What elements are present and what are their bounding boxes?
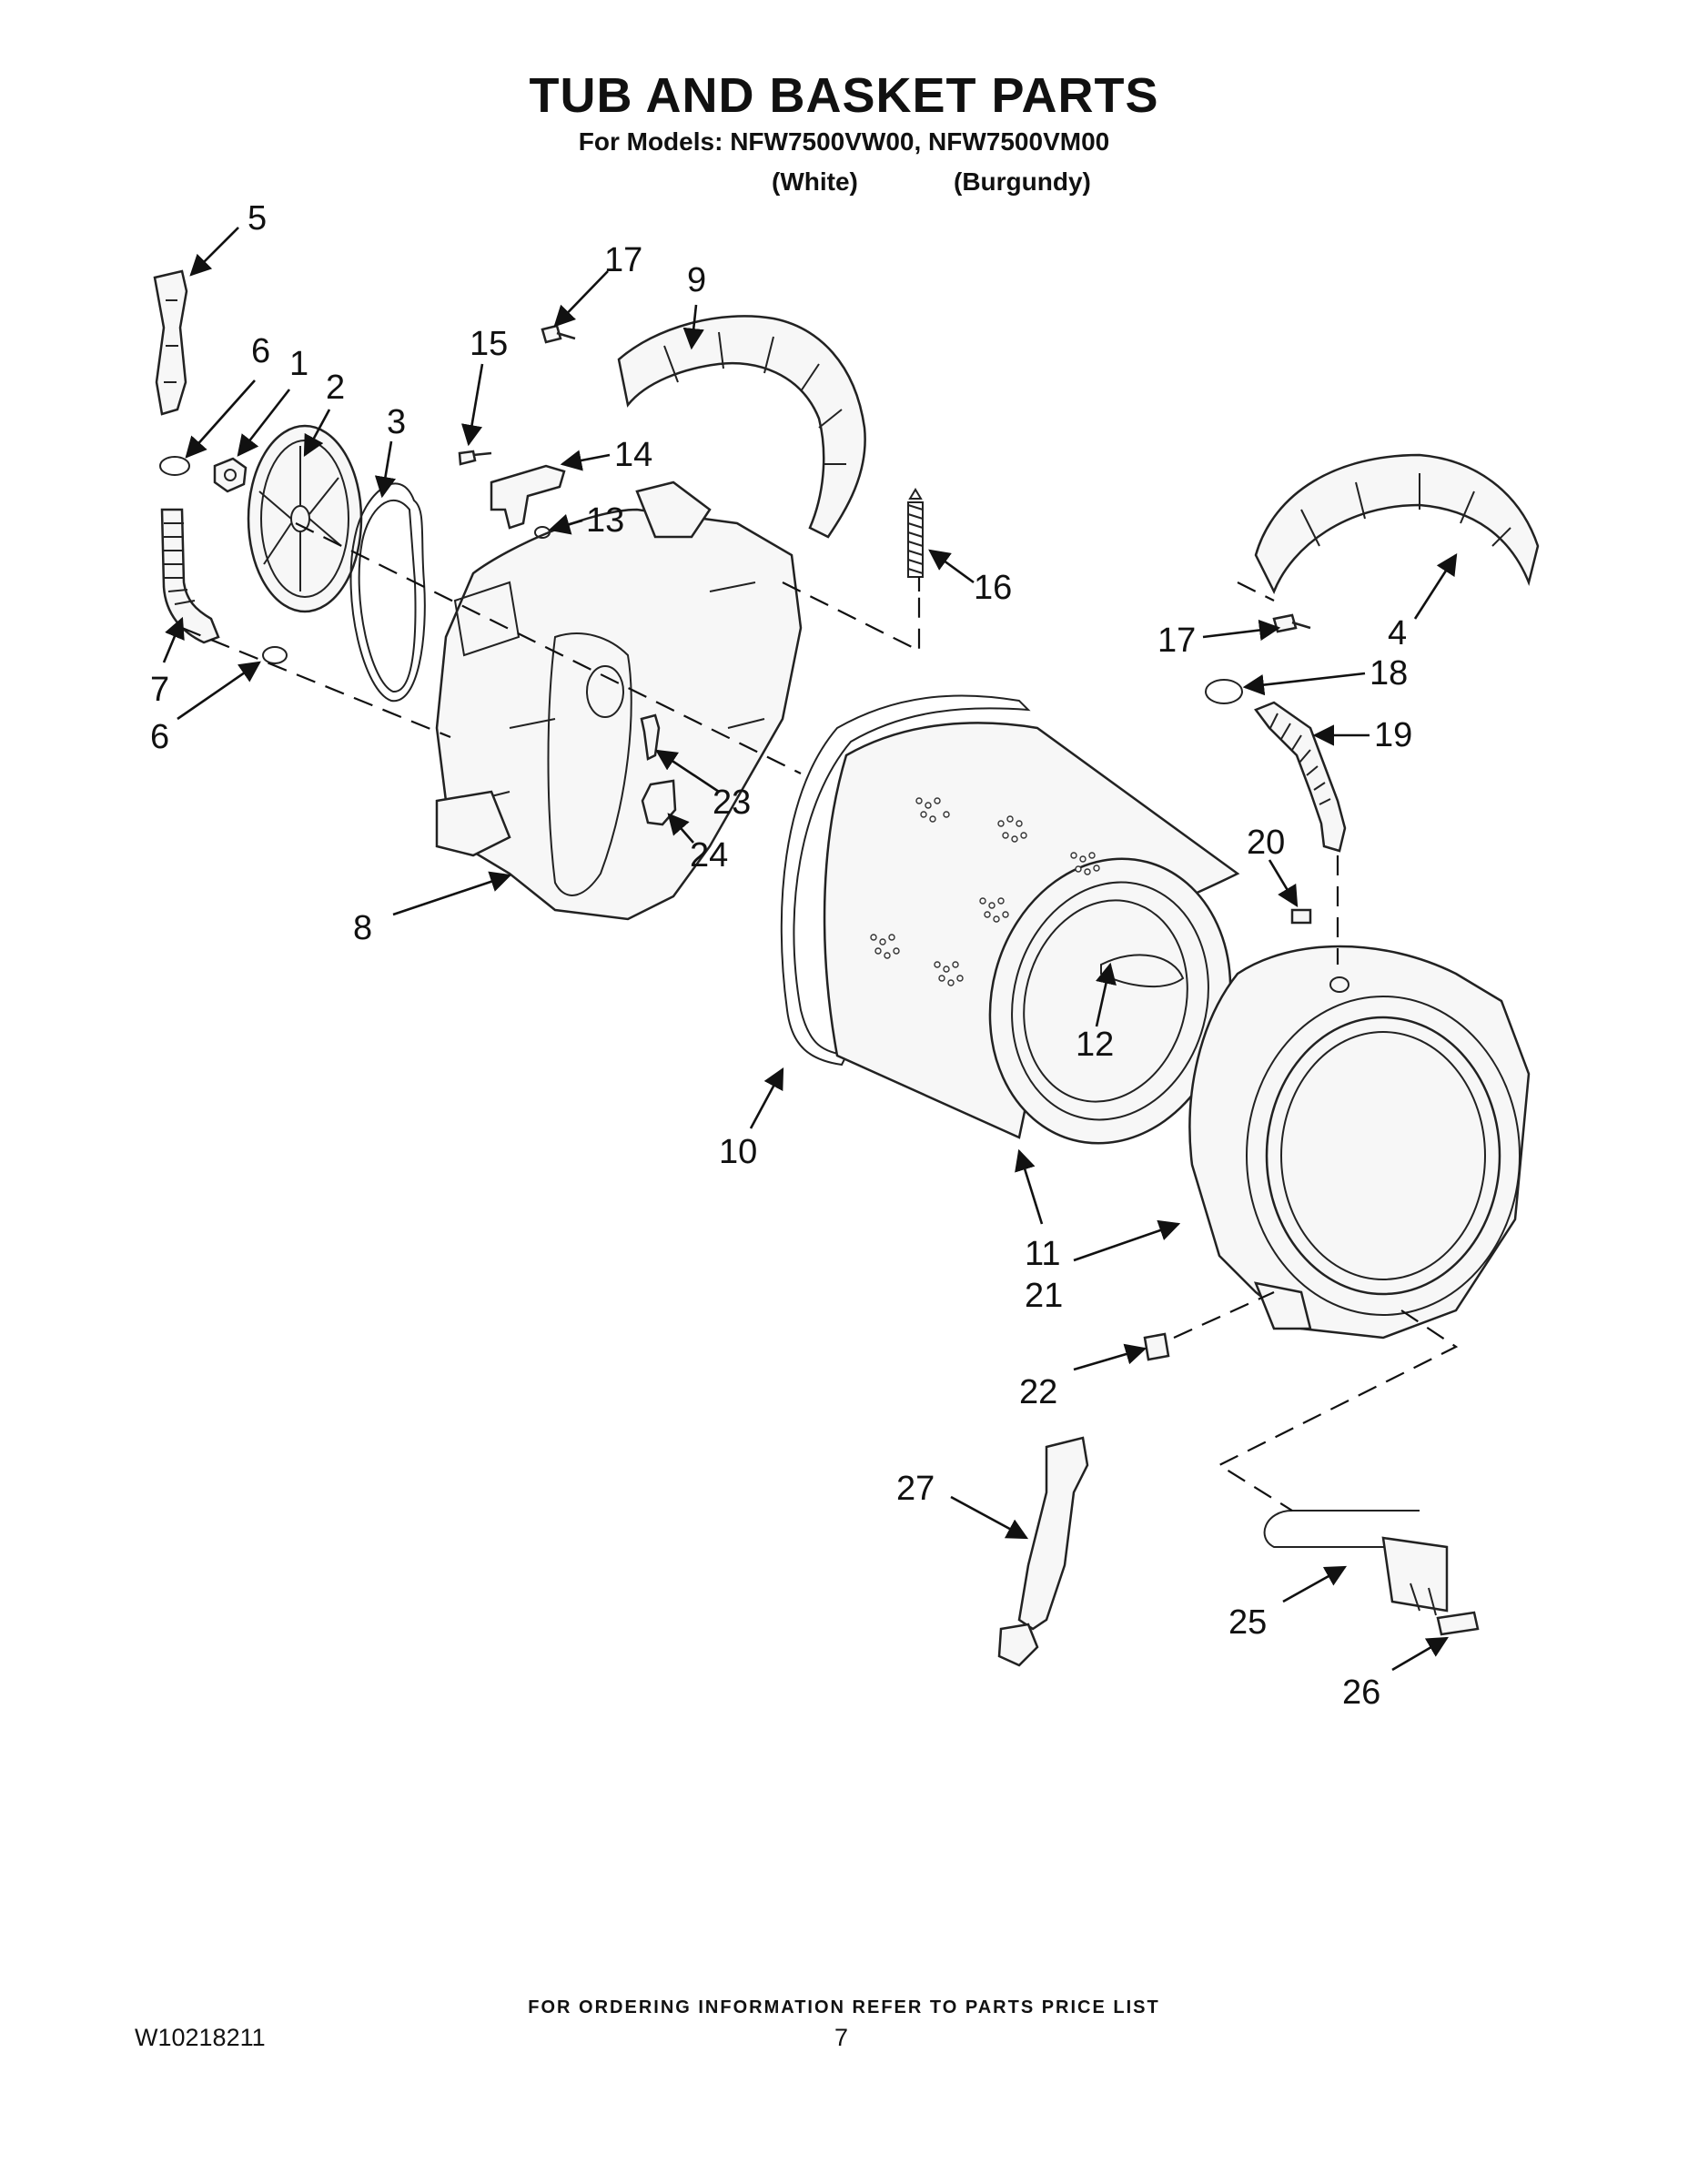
- part-24: [641, 779, 677, 826]
- callout-1: 1: [289, 345, 308, 383]
- dash-shaft-line: [295, 522, 802, 774]
- part-screw-15: [458, 450, 492, 466]
- callout-25: 25: [1228, 1603, 1267, 1642]
- callout-18: 18: [1370, 654, 1408, 693]
- part-bracket-14: [490, 464, 566, 530]
- callout-21: 21: [1025, 1277, 1063, 1315]
- part-heater-25: [1263, 1510, 1449, 1616]
- callout-14: 14: [614, 436, 652, 474]
- callout-16: 16: [974, 569, 1012, 607]
- part-23: [640, 713, 661, 761]
- callout-5: 5: [248, 199, 267, 238]
- page-number: 7: [834, 2024, 849, 2051]
- dash-tub-22-line: [1173, 1290, 1275, 1340]
- callout-11: 11: [1025, 1235, 1060, 1273]
- part-clamp-18: [1205, 679, 1243, 704]
- part-drive-pulley: [247, 424, 363, 613]
- callout-24: 24: [690, 836, 728, 875]
- part-hose-19: [1254, 701, 1347, 853]
- document-number: W10218211: [135, 2024, 266, 2051]
- callout-22: 22: [1019, 1373, 1057, 1411]
- page-title: TUB AND BASKET PARTS: [529, 68, 1159, 123]
- part-drain-hose-bracket: [153, 269, 188, 416]
- color-burgundy-label: (Burgundy): [954, 167, 1091, 196]
- callout-7: 7: [150, 671, 169, 709]
- callout-20: 20: [1247, 824, 1285, 862]
- callout-19: 19: [1374, 716, 1412, 754]
- callout-17-right: 17: [1157, 622, 1196, 660]
- callout-12: 12: [1076, 1026, 1114, 1064]
- part-front-tub: [1188, 945, 1531, 1340]
- part-hose-clamp-lower: [262, 646, 288, 664]
- callout-26: 26: [1342, 1673, 1380, 1712]
- callout-6-lower: 6: [150, 718, 169, 756]
- part-screw-17-upper: [541, 324, 576, 344]
- dash-heater-line: [1217, 1309, 1459, 1512]
- part-damper-27: [997, 1436, 1089, 1667]
- dash-hose-line: [181, 626, 451, 739]
- part-connector-26: [1436, 1611, 1480, 1636]
- dash-counterweight-line: [1237, 581, 1275, 602]
- callout-27: 27: [896, 1470, 935, 1508]
- models-line: For Models: NFW7500VW00, NFW7500VM00: [578, 127, 1110, 156]
- part-counterweight-right: [1254, 453, 1540, 595]
- ordering-note: FOR ORDERING INFORMATION REFER TO PARTS …: [528, 1997, 1160, 2017]
- color-white-label: (White): [772, 167, 858, 196]
- part-counterweight-top: [617, 315, 866, 539]
- callout-2: 2: [326, 369, 345, 407]
- part-rear-tub: [435, 480, 803, 921]
- callout-3: 3: [387, 403, 406, 441]
- callout-9: 9: [687, 261, 706, 299]
- callout-13: 13: [586, 501, 624, 540]
- callout-17-upper: 17: [604, 241, 642, 279]
- part-suspension-spring: [907, 488, 924, 578]
- part-22: [1143, 1332, 1170, 1361]
- callout-15: 15: [470, 325, 508, 363]
- part-drive-belt: [349, 482, 426, 703]
- leader-lines: [162, 227, 1458, 1672]
- part-hose-clamp-upper: [159, 456, 190, 476]
- dash-spring-line: [782, 581, 921, 652]
- part-tub-seal: [780, 694, 1031, 1067]
- part-screw-17-right: [1272, 613, 1311, 633]
- callout-4: 4: [1388, 614, 1407, 652]
- callout-23: 23: [713, 784, 751, 822]
- callout-6-upper: 6: [251, 332, 270, 370]
- callout-10: 10: [719, 1133, 757, 1171]
- part-pulley-nut: [213, 457, 248, 493]
- part-drain-hose: [160, 508, 220, 644]
- callout-8: 8: [353, 909, 372, 947]
- part-20: [1290, 908, 1312, 925]
